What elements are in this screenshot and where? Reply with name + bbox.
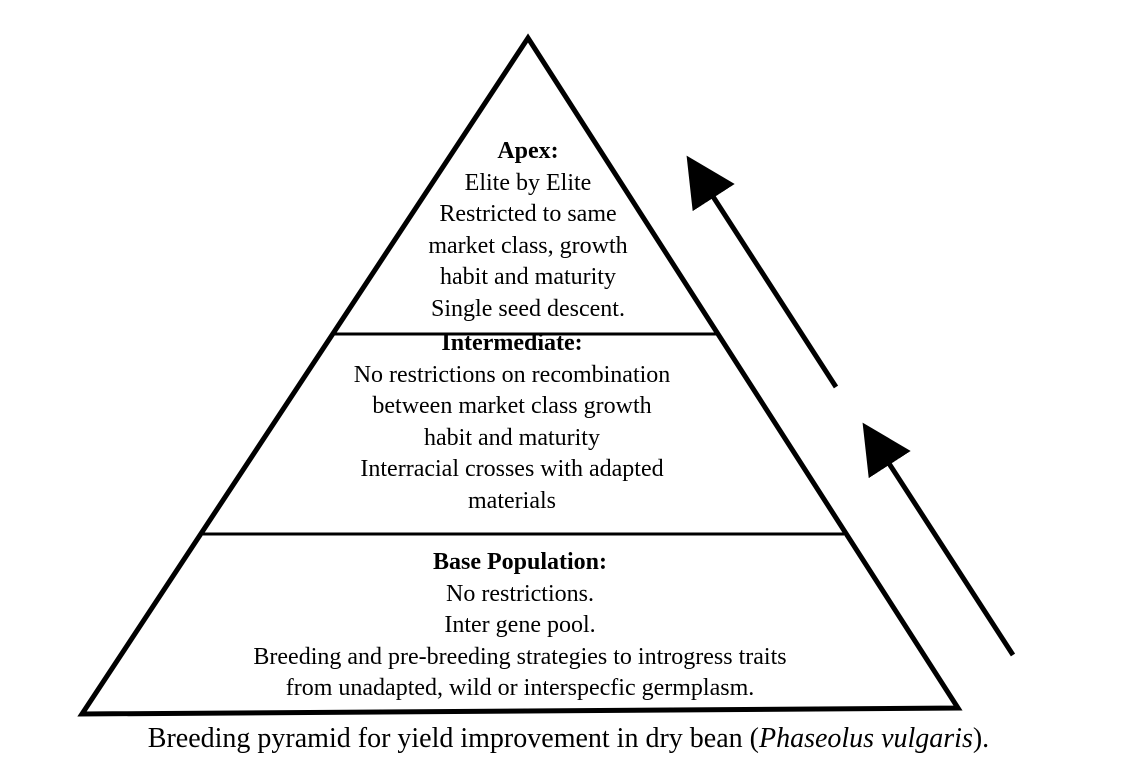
base-line: Breeding and pre-breeding strategies to … <box>253 643 787 670</box>
base-heading: Base Population: <box>432 549 608 575</box>
base-tier-text: Base Population: No restrictions. Inter … <box>160 547 880 705</box>
apex-heading: Apex: <box>497 138 559 164</box>
base-line: Inter gene pool. <box>444 612 596 638</box>
upper-arrow <box>686 155 839 389</box>
apex-line: Restricted to same <box>439 201 617 227</box>
apex-line: Elite by Elite <box>464 169 592 196</box>
intermediate-line: between market class growth <box>372 393 652 419</box>
figure-caption: Breeding pyramid for yield improvement i… <box>0 721 1137 757</box>
caption-prefix: Breeding pyramid for yield improvement i… <box>147 723 759 754</box>
caption-species: Phaseolus vulgaris <box>758 723 973 754</box>
intermediate-heading: Intermediate: <box>441 330 583 356</box>
intermediate-line: No restrictions on recombination <box>353 361 671 388</box>
intermediate-line: habit and maturity <box>424 424 600 451</box>
caption-suffix: ). <box>972 723 990 754</box>
intermediate-line: Interracial crosses with adapted <box>360 456 664 482</box>
intermediate-line: materials <box>468 487 556 514</box>
apex-tier-text: Apex: Elite by Elite Restricted to same … <box>328 136 728 325</box>
pyramid-outline <box>77 33 963 717</box>
base-line: No restrictions. <box>446 580 594 607</box>
apex-line: market class, growth <box>428 232 628 259</box>
apex-line: habit and maturity <box>440 264 616 290</box>
apex-line: Single seed descent. <box>431 295 625 322</box>
intermediate-tier-text: Intermediate: No restrictions on recombi… <box>262 328 762 517</box>
base-line: from unadapted, wild or interspecfic ger… <box>285 675 755 701</box>
lower-arrow <box>862 422 1016 657</box>
